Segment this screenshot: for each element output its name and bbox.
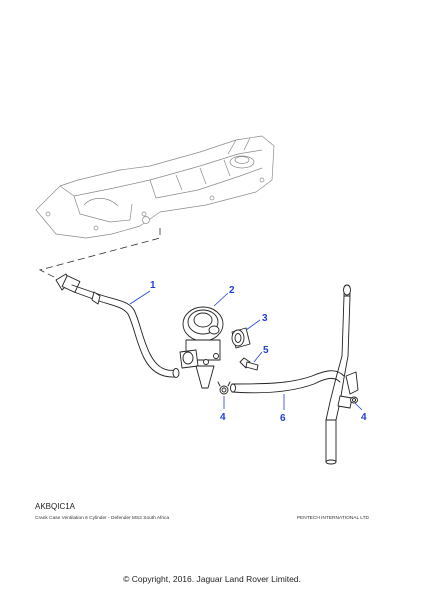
callout-5: 5 [263,345,269,356]
leader-line-5 [253,351,263,363]
leader-line-1 [129,290,151,305]
cam-cover-outline [35,135,275,239]
leader-line-4b [354,402,363,411]
part-4-hose-clip-left [217,381,231,395]
callout-3: 3 [262,313,268,324]
part-6-breather-hose [230,370,345,394]
part-4-hose-clip-right [350,396,358,404]
part-3-grommet [231,327,251,349]
callout-6: 6 [280,413,286,424]
copyright-notice: © Copyright, 2016. Jaguar Land Rover Lim… [123,574,301,584]
reference-dashed-line [38,228,161,283]
callout-4-right: 4 [361,412,367,423]
callout-2: 2 [229,285,235,296]
publisher-caption: PENTECH INTERNATIONAL LTD [296,516,369,521]
dipstick-tube [325,284,359,465]
callout-1: 1 [150,280,156,291]
diagram-caption: Crank Case Ventilation 6 Cylinder - Defe… [35,516,170,521]
part-5-bolt [239,357,259,371]
diagram-code: AKBQIC1A [35,502,76,511]
leader-line-3 [245,319,261,331]
leader-line-2 [213,292,229,307]
callout-4-left: 4 [220,412,226,423]
part-2-breather-valve [179,306,224,389]
part-1-hose [55,273,180,378]
